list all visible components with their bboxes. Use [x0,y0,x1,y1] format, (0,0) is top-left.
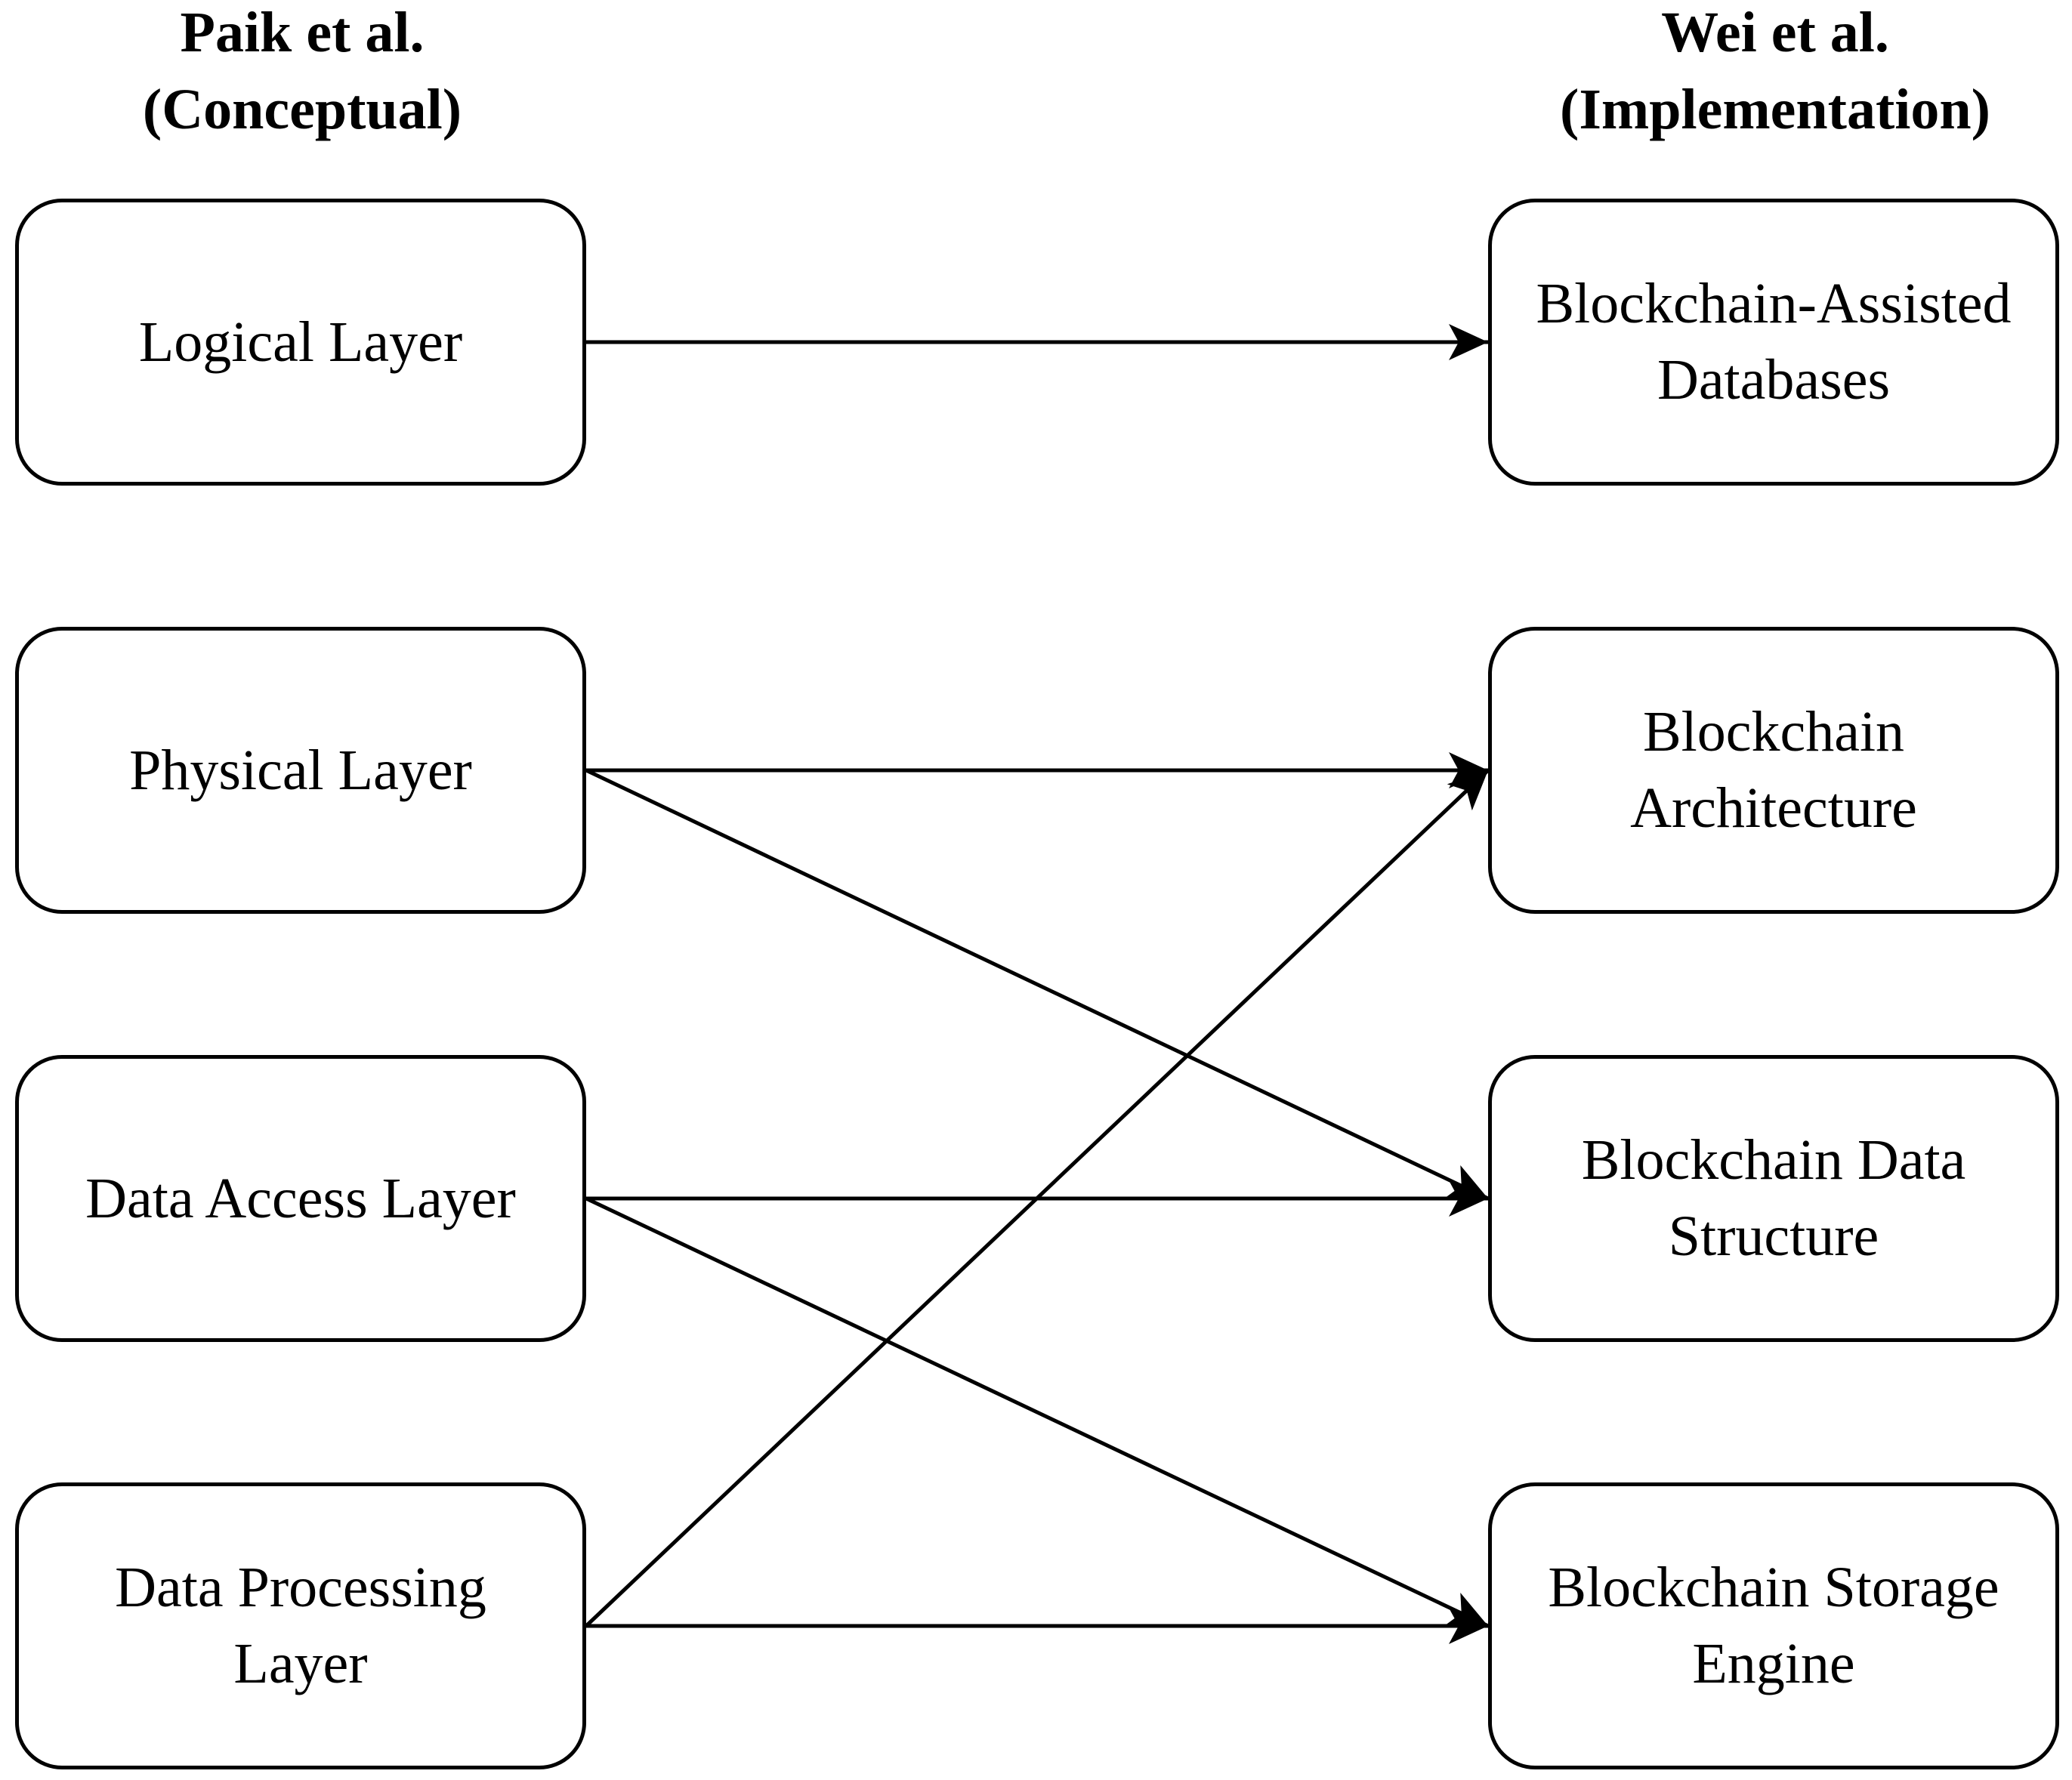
node-label-line: Data Processing [115,1556,486,1619]
arrow-physical-to-datastruct [585,768,1490,1201]
node-blockchain-architecture: Blockchain Architecture [1488,627,2059,914]
node-label-line: Layer [233,1632,368,1695]
arrow-processing-to-architecture [585,769,1490,1627]
node-label-line: Architecture [1630,776,1917,840]
node-physical-layer: Physical Layer [15,627,586,914]
node-label-line: Databases [1657,348,1891,412]
left-column-title: Paik et al. (Conceptual) [76,0,529,148]
arrow-access-to-storage [585,1196,1490,1628]
right-title-line-1: Wei et al. [1661,1,1889,64]
node-data-processing-layer: Data Processing Layer [15,1482,586,1769]
node-data-access-layer: Data Access Layer [15,1055,586,1342]
node-blockchain-storage-engine: Blockchain Storage Engine [1488,1482,2059,1769]
node-label-line: Blockchain [1642,700,1905,764]
node-label-line: Logical Layer [138,310,463,374]
node-blockchain-assisted-databases: Blockchain-Assisted Databases [1488,199,2059,486]
node-label-line: Engine [1692,1632,1855,1695]
node-label-line: Blockchain Storage [1548,1556,1999,1619]
left-title-line-1: Paik et al. [180,1,425,64]
left-title-line-2: (Conceptual) [142,78,462,141]
right-column-title: Wei et al. (Implementation) [1511,0,2040,148]
node-label-line: Blockchain-Assisted [1536,272,2012,335]
right-title-line-2: (Implementation) [1560,78,1990,141]
node-label-line: Physical Layer [129,738,472,802]
node-label-line: Blockchain Data [1581,1128,1966,1192]
node-blockchain-data-structure: Blockchain Data Structure [1488,1055,2059,1342]
node-logical-layer: Logical Layer [15,199,586,486]
node-label-line: Data Access Layer [85,1166,516,1230]
node-label-line: Structure [1668,1205,1879,1268]
